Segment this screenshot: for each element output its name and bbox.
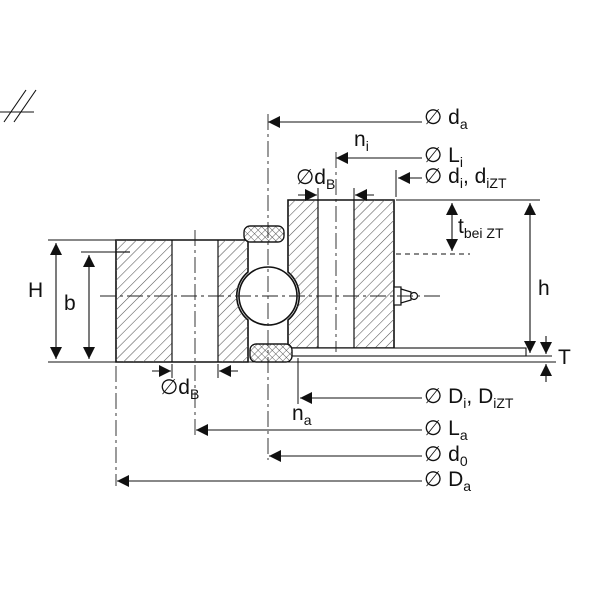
label-sub: iZT bbox=[486, 175, 507, 192]
label-text: ∅ d bbox=[424, 106, 460, 129]
label-text: ∅d bbox=[296, 166, 326, 189]
label-text: ∅ L bbox=[424, 417, 460, 440]
label-sub: a bbox=[463, 478, 472, 495]
label-sub: bei ZT bbox=[463, 225, 504, 242]
dim-h bbox=[523, 203, 552, 357]
label-text: , D bbox=[466, 385, 494, 408]
dim-label-T: T bbox=[558, 346, 571, 369]
label-text: , d bbox=[462, 165, 487, 188]
dim-label-na: na bbox=[292, 402, 312, 429]
label-sub: i bbox=[463, 395, 467, 412]
seal-top bbox=[243, 225, 285, 243]
label-text: b bbox=[64, 292, 76, 315]
dim-label-ni: ni bbox=[354, 128, 369, 155]
label-text: ∅ D bbox=[424, 468, 464, 491]
dim-t-beiZT bbox=[396, 199, 540, 255]
label-text: n bbox=[354, 128, 366, 151]
label-text: H bbox=[28, 279, 44, 302]
dim-dB-top bbox=[298, 188, 374, 202]
dim-dB-bottom bbox=[152, 364, 238, 378]
label-sub: i bbox=[365, 138, 369, 155]
label-text: ∅ d bbox=[424, 443, 460, 466]
dim-H bbox=[48, 239, 116, 359]
label-sub: B bbox=[189, 386, 200, 403]
dim-label-Da: ∅ Da bbox=[424, 468, 472, 495]
dim-label-Di: ∅ Di, DiZT bbox=[424, 385, 514, 412]
dim-label-dB-top: ∅dB bbox=[296, 166, 336, 193]
label-text: ∅ L bbox=[424, 144, 460, 167]
dim-label-d0: ∅ d0 bbox=[424, 443, 468, 470]
label-text: T bbox=[558, 346, 571, 369]
dim-di bbox=[395, 170, 422, 197]
label-sub: iZT bbox=[493, 395, 514, 412]
dim-label-b: b bbox=[64, 292, 76, 315]
dim-label-H: H bbox=[28, 279, 43, 302]
label-text: n bbox=[292, 402, 304, 425]
dim-label-Li: ∅ Li bbox=[424, 144, 463, 171]
label-sub: a bbox=[459, 116, 468, 133]
dim-label-da: ∅ da bbox=[424, 106, 468, 133]
dim-Di bbox=[297, 358, 422, 405]
label-sub: i bbox=[459, 175, 463, 192]
label-text: h bbox=[538, 277, 550, 300]
outer-ring bbox=[115, 239, 249, 363]
dim-label-h: h bbox=[538, 277, 550, 300]
label-sub: a bbox=[303, 412, 312, 429]
dim-label-La: ∅ La bbox=[424, 417, 468, 444]
label-text: ∅ D bbox=[424, 385, 464, 408]
label-sub: 0 bbox=[459, 453, 468, 470]
dim-label-dB-bottom: ∅dB bbox=[160, 376, 200, 403]
inner-ring bbox=[287, 199, 395, 349]
dim-label-di: ∅ di, diZT bbox=[424, 165, 507, 192]
dim-label-t-beiZT: tbei ZT bbox=[458, 215, 504, 242]
label-sub: B bbox=[325, 176, 336, 193]
seal-bottom bbox=[249, 343, 293, 363]
dim-b bbox=[81, 251, 116, 359]
label-text: t bbox=[458, 215, 464, 238]
retaining-plate bbox=[283, 347, 527, 357]
label-text: ∅d bbox=[160, 376, 190, 399]
label-sub: i bbox=[459, 154, 463, 171]
label-text: ∅ d bbox=[424, 165, 460, 188]
centerlines bbox=[100, 114, 444, 486]
label-sub: a bbox=[459, 427, 468, 444]
border-break-mark bbox=[0, 89, 37, 123]
